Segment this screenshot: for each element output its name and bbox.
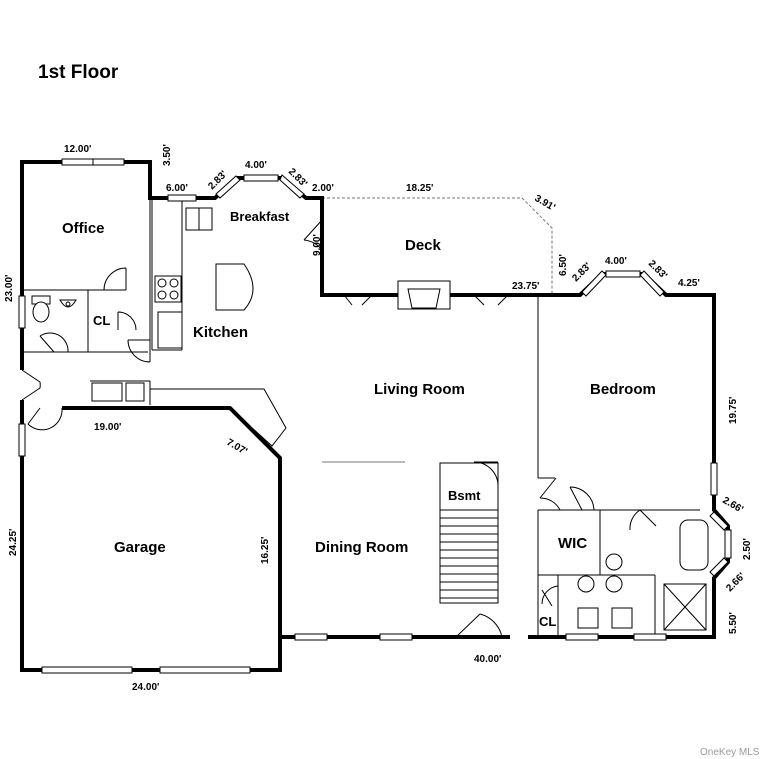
dim-bedroom-east: 19.75' [728,397,739,424]
exterior-walls [20,160,730,672]
room-basement: Bsmt [448,488,481,503]
room-bedroom: Bedroom [590,381,656,398]
dim-garage-top: 19.00' [94,422,121,433]
dim-south-wall: 40.00' [474,654,501,665]
dim-bay-right-front: 4.00' [605,256,627,267]
dim-garage-corner: 7.07' [225,437,249,457]
plan-title: 1st Floor [38,62,119,83]
dim-garage-bottom: 24.00' [132,682,159,693]
dimension-labels: 12.00' 3.50' 6.00' 2.83' 4.00' 2.83' 2.0… [4,144,753,693]
dim-garage-west: 24.25' [8,529,19,556]
dim-bay-left-front: 4.00' [245,160,267,171]
dim-living-span: 23.75' [512,281,539,292]
dim-garage-east: 16.25' [260,537,271,564]
dim-deck-corner: 3.91' [533,193,557,213]
dim-bay-east-lower: 2.66' [724,571,747,594]
deck-outline [322,197,553,295]
room-living: Living Room [374,381,465,398]
watermark: OneKey MLS [700,747,760,758]
room-deck: Deck [405,237,442,254]
dim-bedroom-top-right: 4.25' [678,278,700,289]
room-kitchen: Kitchen [193,324,248,341]
room-closet-office: CL [93,313,110,328]
room-dining: Dining Room [315,539,408,556]
dim-bay-east-upper: 2.66' [721,495,745,515]
dim-office-top: 12.00' [64,144,91,155]
dim-office-corner: 3.50' [162,144,173,166]
dim-bath-east: 5.50' [728,612,739,634]
room-office: Office [62,220,105,237]
dim-breakfast-right: 2.00' [312,183,334,194]
dim-west-wall: 23.00' [4,275,15,302]
staircase [440,509,498,599]
dim-bay-right-side: 2.83' [570,261,593,284]
room-breakfast: Breakfast [230,209,290,224]
dim-deck-side: 6.50' [558,254,569,276]
interior-lines [22,198,700,637]
dim-deck-width: 18.25' [406,183,433,194]
dim-deck-depth: 9.00' [312,234,323,256]
dim-kitchen-top: 6.00' [166,183,188,194]
doors [21,219,657,638]
room-labels: Office Breakfast Deck Kitchen Living Roo… [62,209,656,629]
room-garage: Garage [114,539,166,556]
room-closet-bath: CL [539,614,556,629]
windows [18,158,732,674]
room-wic: WIC [558,535,587,552]
fixtures [31,207,709,631]
dim-bay-east-front: 2.50' [742,538,753,560]
